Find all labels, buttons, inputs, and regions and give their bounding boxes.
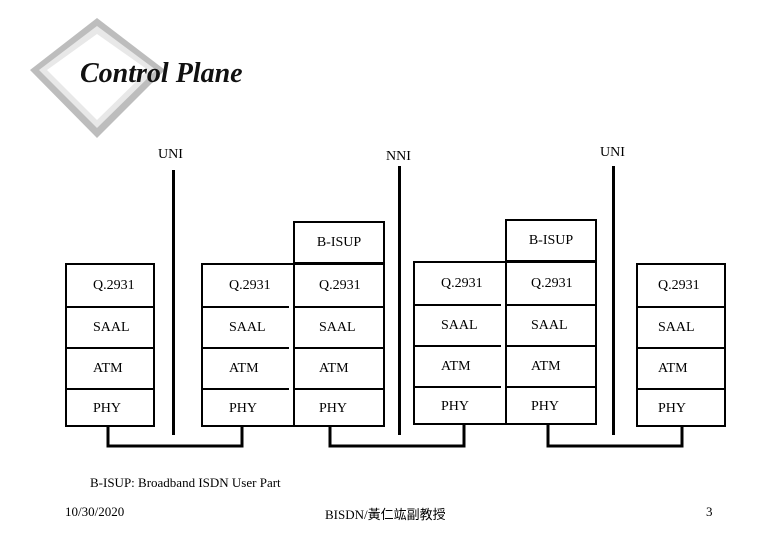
layer-saal: SAAL: [67, 306, 153, 347]
uni-left-line: [172, 170, 175, 435]
protocol-stack-switch-right: Q.2931 SAAL ATM PHY Q.2931 SAAL ATM PHY: [413, 261, 597, 425]
footer-title: BISDN/黃仁竑副教授: [325, 507, 446, 522]
layer-atm: ATM: [507, 345, 595, 386]
layer-atm: ATM: [203, 347, 289, 388]
layer-atm: ATM: [415, 345, 501, 386]
protocol-stack-switch-left: Q.2931 SAAL ATM PHY Q.2931 SAAL ATM PHY: [201, 263, 385, 427]
stack-divider: [505, 263, 507, 423]
layer-q2931: Q.2931: [441, 275, 483, 291]
layer-saal: SAAL: [638, 306, 724, 347]
layer-q2931: Q.2931: [229, 277, 271, 293]
layer-saal: SAAL: [415, 304, 501, 345]
footer-date: 10/30/2020: [65, 504, 125, 519]
footnote: B-ISUP: Broadband ISDN User Part: [90, 475, 281, 490]
protocol-stack-terminal-left: Q.2931 SAAL ATM PHY: [65, 263, 155, 427]
bisup-box-right: B-ISUP: [505, 219, 597, 262]
layer-phy: PHY: [638, 388, 724, 427]
layer-atm: ATM: [67, 347, 153, 388]
nni-line: [398, 166, 401, 435]
bisup-box-left: B-ISUP: [293, 221, 385, 264]
layer-phy: PHY: [507, 386, 595, 425]
layer-saal: SAAL: [203, 306, 289, 347]
layer-phy: PHY: [203, 388, 289, 427]
layer-phy: PHY: [67, 388, 153, 427]
uni-left-label: UNI: [158, 147, 183, 162]
layer-atm: ATM: [638, 347, 724, 388]
layer-saal: SAAL: [507, 304, 595, 345]
physical-link-lines: [106, 425, 684, 448]
layer-q2931: Q.2931: [319, 277, 361, 293]
uni-right-label: UNI: [600, 145, 625, 160]
layer-q2931: Q.2931: [531, 275, 573, 291]
layer-phy: PHY: [295, 388, 383, 427]
protocol-stack-terminal-right: Q.2931 SAAL ATM PHY: [636, 263, 726, 427]
layer-q2931: Q.2931: [658, 277, 700, 293]
bisup-label: B-ISUP: [528, 232, 574, 248]
page-number: 3: [706, 504, 713, 519]
stack-divider: [293, 265, 295, 425]
layer-saal: SAAL: [295, 306, 383, 347]
layer-phy: PHY: [415, 386, 501, 425]
layer-atm: ATM: [295, 347, 383, 388]
bisup-label: B-ISUP: [316, 234, 362, 250]
layer-q2931: Q.2931: [93, 277, 135, 293]
uni-right-line: [612, 166, 615, 435]
page-title: Control Plane: [80, 58, 243, 89]
nni-label: NNI: [386, 149, 411, 164]
